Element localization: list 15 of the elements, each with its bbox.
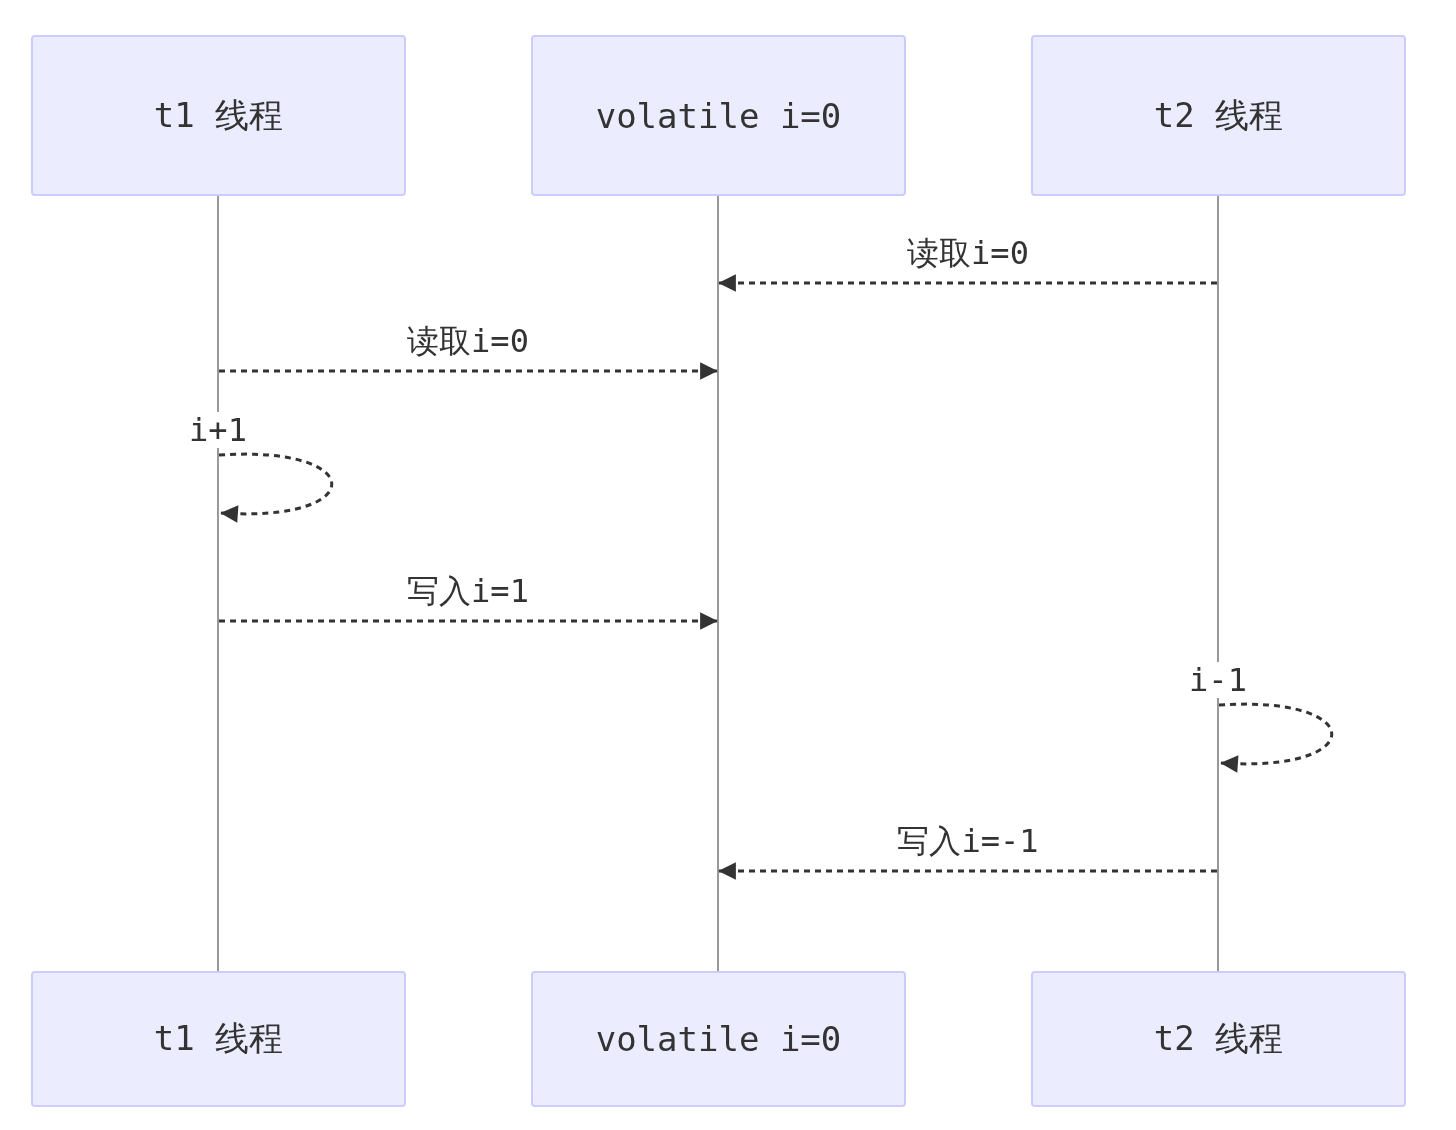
lifeline [717, 196, 719, 971]
lifeline [217, 196, 219, 971]
message-arrow [219, 362, 718, 380]
participant-box: t2 线程 [1031, 971, 1406, 1107]
participant-box: t1 线程 [31, 35, 406, 196]
message-arrow [718, 862, 1217, 880]
lifeline [1217, 196, 1219, 971]
self-message-arrow [218, 452, 333, 523]
participant-box: t1 线程 [31, 971, 406, 1107]
participant-box: volatile i=0 [531, 971, 906, 1107]
message-arrow [718, 274, 1217, 292]
self-message-arrow [1218, 702, 1333, 773]
participant-box: volatile i=0 [531, 35, 906, 196]
participant-box: t2 线程 [1031, 35, 1406, 196]
message-arrow [219, 612, 718, 630]
